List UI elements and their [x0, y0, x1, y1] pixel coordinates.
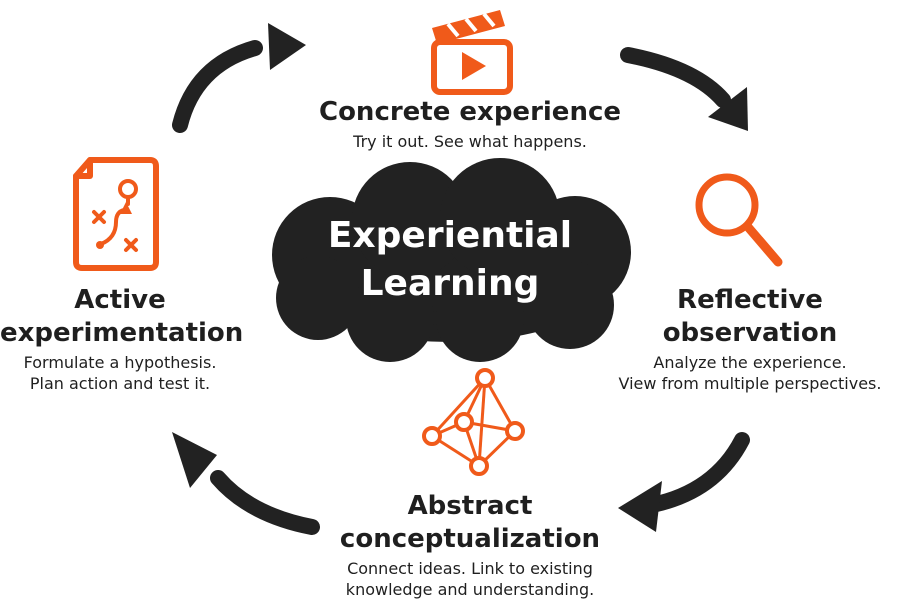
- center-cloud: [272, 158, 631, 362]
- cycle-arrow-concrete-to-reflective: [620, 47, 731, 108]
- center-title: Experiential Learning: [300, 212, 600, 308]
- arrowhead-to-concrete: [268, 23, 306, 70]
- network-polyhedron-icon: [422, 368, 525, 476]
- stage-title-line-1: Abstract: [407, 491, 533, 521]
- stage-concrete-experience: Concrete experience Try it out. See what…: [260, 96, 680, 152]
- arrowhead-to-active: [172, 432, 217, 488]
- clapperboard-icon: [431, 10, 513, 95]
- stage-description-line-2: Plan action and test it.: [29, 374, 211, 393]
- stage-description: Try it out. See what happens.: [353, 132, 587, 151]
- stage-reflective-observation: Reflective observation Analyze the exper…: [600, 284, 900, 394]
- stage-description-line-2: knowledge and understanding.: [345, 580, 595, 599]
- cycle-arrow-reflective-to-abstract: [644, 432, 750, 513]
- arrowhead-to-reflective: [708, 87, 748, 131]
- stage-description-line-2: View from multiple perspectives.: [618, 374, 882, 393]
- magnifier-icon: [695, 173, 783, 267]
- stage-description-line-1: Formulate a hypothesis.: [23, 353, 217, 372]
- stage-title-line-1: Reflective: [677, 285, 823, 315]
- stage-description-line-1: Analyze the experience.: [653, 353, 847, 372]
- arrowhead-to-abstract: [618, 481, 662, 532]
- stage-title-line-2: observation: [662, 318, 838, 348]
- stage-description-line-1: Connect ideas. Link to existing: [347, 559, 593, 578]
- cycle-arrow-abstract-to-active: [210, 470, 320, 535]
- center-title-line-2: Learning: [360, 263, 540, 304]
- stage-abstract-conceptualization: Abstract conceptualization Connect ideas…: [290, 490, 650, 600]
- stage-active-experimentation: Active experimentation Formulate a hypot…: [0, 284, 244, 394]
- stage-title-line-2: experimentation: [0, 318, 244, 348]
- stage-title-line-1: Active: [74, 285, 166, 315]
- center-title-line-1: Experiential: [327, 215, 573, 256]
- stage-title: Concrete experience: [318, 97, 621, 127]
- strategy-plan-document-icon: [73, 157, 159, 271]
- stage-title-line-2: conceptualization: [339, 524, 601, 554]
- cycle-arrow-active-to-concrete: [172, 40, 263, 133]
